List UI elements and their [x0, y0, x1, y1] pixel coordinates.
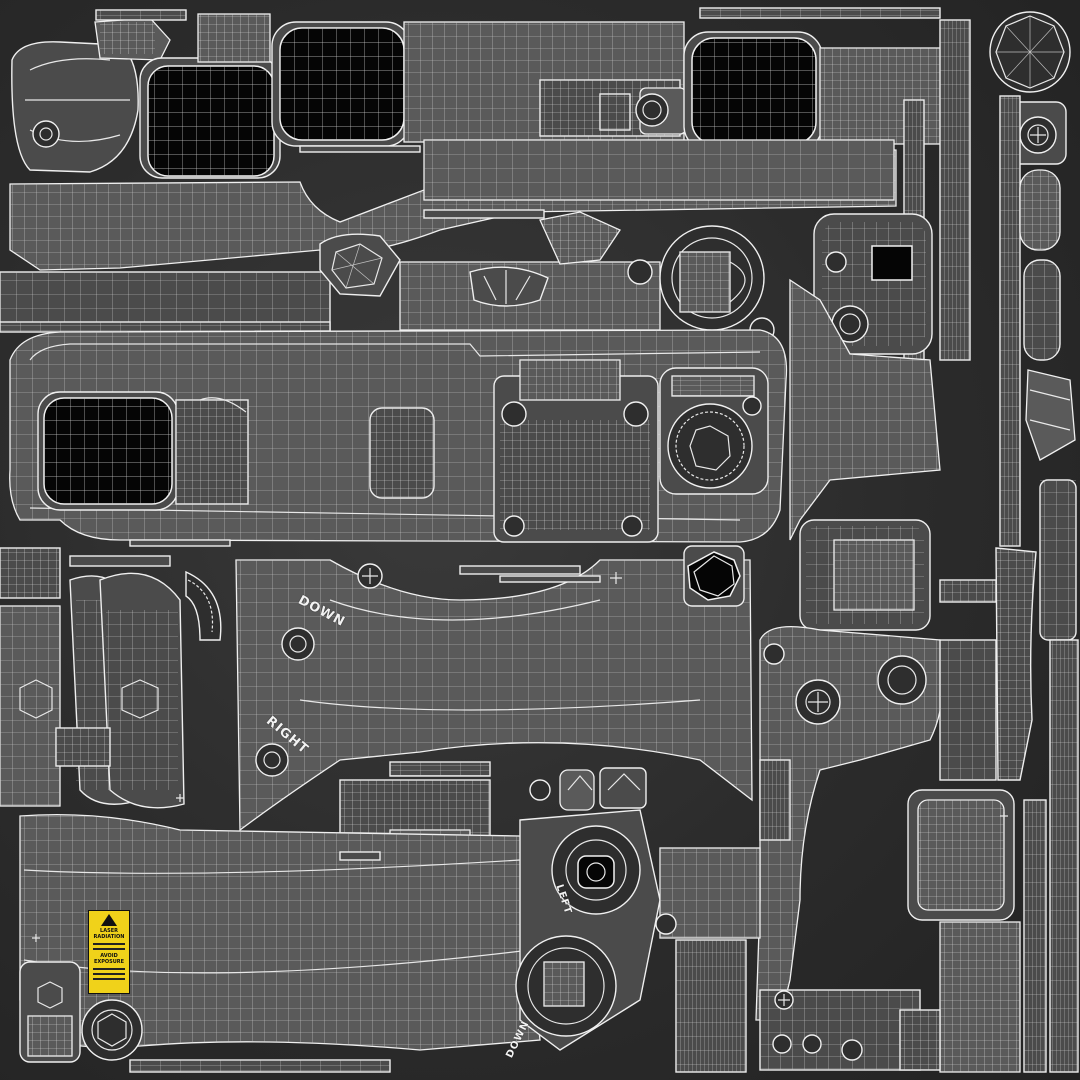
upper-ring-part [659, 225, 775, 343]
right-lower-modules [907, 547, 1079, 1073]
laser-warning-decal: LASER RADIATION AVOID EXPOSURE [88, 910, 130, 994]
decal-subtitle: AVOID EXPOSURE [93, 953, 125, 965]
decal-title: LASER RADIATION [93, 928, 125, 940]
bottom-grille-blocks [655, 847, 941, 1073]
bottom-left-parts [19, 961, 143, 1063]
top-screen-left [139, 57, 281, 179]
upper-right-housing [813, 213, 933, 355]
top-left-grip-island [11, 17, 171, 173]
crosshair-icon [32, 572, 1008, 942]
top-screen-center [271, 21, 411, 147]
upper-center-parts [319, 211, 661, 331]
body-screen-left [37, 391, 249, 511]
top-center-panel [403, 7, 941, 143]
right-tall-housing [789, 278, 941, 631]
top-screen-right [683, 31, 823, 151]
right-handle [755, 626, 944, 1021]
middle-left-blocks [0, 547, 185, 809]
top-small-panels [95, 9, 271, 63]
bottom-center-knob [515, 809, 661, 1051]
top-right-dial [989, 11, 1071, 93]
filler-strips [69, 145, 997, 1073]
warning-triangle-icon [101, 914, 117, 926]
central-small-parts [529, 545, 745, 811]
body-control-panel [493, 359, 659, 543]
bottom-long-grip [19, 813, 541, 1051]
body-gear-dial [659, 367, 769, 495]
right-column-parts [999, 95, 1077, 641]
